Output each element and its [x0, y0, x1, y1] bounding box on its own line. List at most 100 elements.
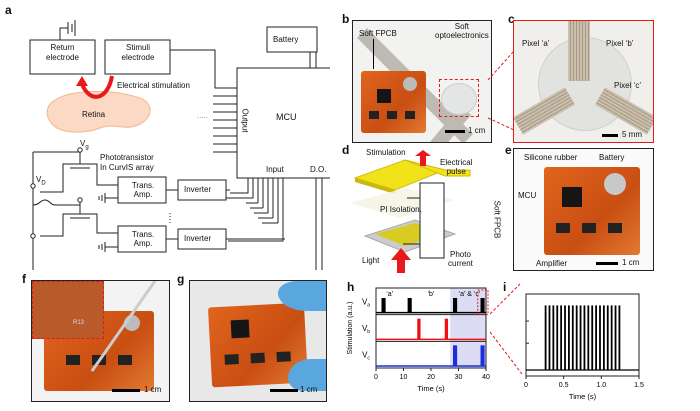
mcu-label: MCU	[276, 112, 297, 122]
photo-c: Pixel ‘a’ Pixel ‘b’ Pixel ‘c’ 5 mm	[513, 20, 654, 143]
pulse	[544, 305, 547, 370]
pulse	[614, 305, 617, 370]
annotation: ‘b’	[427, 291, 434, 298]
soft-opto-line1: Soft	[454, 22, 470, 31]
pulse	[568, 305, 570, 370]
trans-amp-label-1: Trans. Amp.	[128, 181, 158, 199]
plot-frame	[525, 293, 640, 377]
soft-opto-label: Soft optoelectronics	[435, 22, 489, 40]
inset-text: R13	[73, 320, 85, 326]
phototransistor-label: Phototransistor In CurvIS array	[100, 153, 154, 173]
pulse	[606, 305, 609, 370]
amp-chip	[608, 223, 622, 233]
pulse	[575, 305, 578, 370]
electrical-pulse-label: Electrical pulse	[440, 158, 472, 176]
zoom-lines-hi	[490, 283, 523, 375]
photo-g: 1 cm	[189, 280, 327, 402]
output-label: Output	[240, 108, 250, 133]
soft-fpcb-arrow-icon	[373, 39, 374, 69]
pulse-c	[453, 345, 458, 366]
scale-label-e: 1 cm	[622, 258, 640, 267]
amp-chip	[387, 111, 397, 119]
pulse-a	[480, 298, 485, 313]
pulse	[552, 305, 555, 370]
series-label-c: Vc	[362, 351, 370, 362]
pulse	[599, 305, 601, 370]
panel-label-c: c	[508, 12, 515, 26]
mcu-e-label: MCU	[518, 191, 537, 200]
vd-text: V	[36, 175, 42, 184]
scale-bar-b	[445, 130, 465, 133]
pixel-b-label: Pixel ‘b’	[606, 39, 634, 48]
scale-label-c: 5 mm	[622, 130, 642, 139]
pulse	[564, 305, 566, 370]
series-sub-c: c	[367, 356, 370, 362]
scale-bar-c	[602, 134, 618, 137]
trans-amp-1-line1: Trans.	[131, 181, 155, 190]
stimuli-electrode-box	[104, 39, 171, 75]
trans-amp-box-2	[117, 225, 167, 253]
electrical-pulse-line2: pulse	[446, 167, 466, 176]
pulse-b	[444, 318, 449, 340]
amp-chip	[405, 111, 415, 119]
return-electrode-box	[29, 39, 96, 75]
photo-b: Soft FPCB Soft optoelectronics 1 cm	[352, 20, 492, 143]
stimuli-electrode-line1: Stimuli	[125, 43, 150, 52]
inset-zoom: R13	[32, 281, 104, 339]
panel-label-i: i	[503, 280, 507, 294]
amp-chip	[582, 223, 596, 233]
soft-fpcb-label: Soft FPCB	[359, 29, 397, 38]
pulse-b	[417, 318, 421, 340]
series-sub-a: a	[367, 302, 370, 308]
photo-e: Silicone rubber Battery MCU Amplifier 1 …	[513, 148, 654, 271]
mcu-chip	[562, 187, 582, 207]
photo-current-label: Photo current	[448, 250, 473, 268]
pulse-c	[480, 345, 485, 366]
pulse	[579, 305, 582, 370]
scale-label-f: 1 cm	[144, 385, 162, 394]
pulse	[595, 305, 597, 370]
y-axis-label: Stimulation (a.u.)	[347, 302, 354, 355]
soft-optoelectronics-disc	[441, 83, 477, 115]
annotation: ‘a’ & ‘c’	[459, 291, 481, 298]
stimulation-label: Stimulation	[366, 148, 406, 157]
zoom-box	[477, 289, 489, 316]
mcu-chip	[230, 319, 250, 339]
scale-label-b: 1 cm	[468, 126, 486, 135]
vd-sub: D	[41, 180, 46, 187]
pulse	[571, 305, 574, 370]
pulse	[583, 305, 586, 370]
trans-amp-label-2: Trans. Amp.	[128, 230, 158, 248]
pulse	[602, 305, 605, 370]
electrical-pulse-line1: Electrical	[440, 158, 473, 167]
x-axis-label: Time (s)	[569, 392, 597, 401]
battery-e-label: Battery	[599, 153, 625, 162]
pulse-a	[407, 298, 412, 313]
photo-f: R13 1 cm	[31, 280, 170, 402]
soft-fpcb-d-label: Soft FPCB	[492, 200, 502, 239]
panel-label-f: f	[22, 272, 26, 286]
return-electrode-label: Return electrode	[42, 43, 83, 63]
scale-bar-g	[270, 389, 298, 392]
pulse	[560, 305, 563, 370]
pixel-a-label: Pixel ‘a’	[522, 39, 550, 48]
pixel-c-label: Pixel ‘c’	[614, 81, 642, 90]
x-tick-label: 10	[400, 374, 408, 381]
pulse	[610, 305, 613, 370]
retina-shape	[46, 91, 151, 133]
mcu-box	[236, 67, 330, 179]
series-label-b: Vb	[362, 324, 370, 335]
do-label: D.O.	[310, 165, 327, 174]
battery-label: Battery	[273, 35, 299, 44]
light-label: Light	[362, 256, 380, 265]
stimuli-electrode-line2: electrode	[121, 53, 155, 62]
light-arrow-icon	[391, 248, 411, 273]
pulse	[548, 305, 551, 370]
annotation: ‘a’	[386, 291, 393, 298]
pcb-b	[361, 71, 426, 133]
x-tick-label: 0	[374, 374, 378, 381]
pi-isolation-label: PI Isolation.	[380, 205, 422, 214]
soft-opto-line2: optoelectronics	[435, 31, 489, 40]
